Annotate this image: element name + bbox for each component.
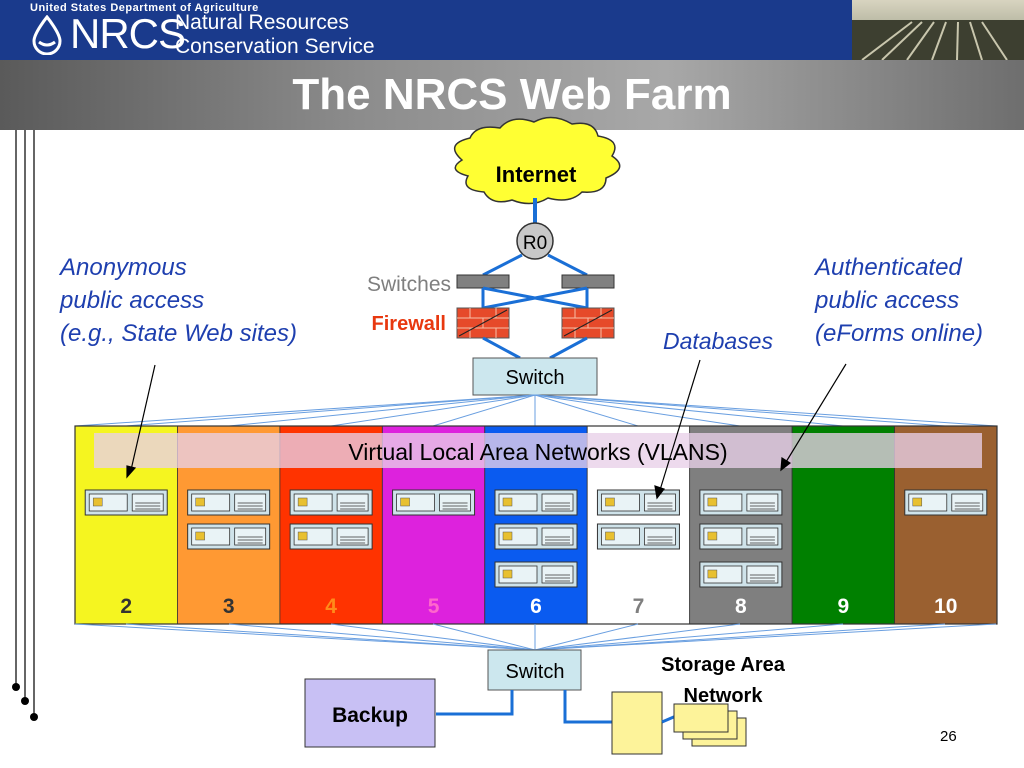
storage-unit-large — [611, 691, 663, 755]
vlan-number-10: 10 — [934, 595, 957, 618]
vlan-number-2: 2 — [120, 595, 132, 618]
vlan-banner-label: Virtual Local Area Networks (VLANS) — [348, 439, 727, 465]
vlan-number-8: 8 — [735, 595, 747, 618]
switch-bar-left — [456, 274, 510, 289]
decorative-left-lines — [12, 130, 38, 721]
firewall-right-icon — [561, 307, 615, 339]
switches-label: Switches — [367, 273, 451, 296]
authenticated-label-line2: public access — [815, 287, 960, 314]
vlan-banner-box — [94, 433, 982, 468]
switch-top-box — [472, 357, 598, 396]
firewall-left-icon — [456, 307, 510, 339]
router-label: R0 — [523, 233, 547, 254]
server-icon — [904, 489, 988, 516]
title-bar — [0, 60, 1024, 130]
slide-title: The NRCS Web Farm — [292, 70, 732, 119]
vlan-downlinks — [74, 623, 997, 651]
backup-box — [304, 678, 436, 748]
server-icon — [494, 489, 578, 516]
vlan-number-3: 3 — [223, 595, 235, 618]
server-icon — [392, 489, 476, 516]
storage-unit-1 — [673, 703, 729, 733]
switch-top-label: Switch — [506, 367, 565, 389]
storage-label-line1: Storage Area — [661, 654, 786, 676]
server-icon — [84, 489, 168, 516]
vlan-number-9: 9 — [837, 595, 849, 618]
authenticated-label-line1: Authenticated — [815, 254, 962, 281]
internet-label: Internet — [496, 162, 577, 187]
page-number: 26 — [940, 728, 957, 745]
firewall-label: Firewall — [372, 313, 446, 335]
vlan-frame — [74, 425, 998, 625]
agency-header: United States Department of Agriculture … — [0, 0, 1024, 60]
vlan-number-6: 6 — [530, 595, 542, 618]
switch-bar-right — [561, 274, 615, 289]
switch-bottom-box — [487, 649, 582, 691]
server-icon — [699, 489, 783, 516]
server-icon — [494, 523, 578, 550]
internet-cloud-icon — [453, 116, 621, 205]
department-name: United States Department of Agriculture — [30, 2, 259, 14]
vlan-number-7: 7 — [633, 595, 645, 618]
server-icon — [699, 523, 783, 550]
router-r0-icon — [516, 222, 554, 260]
authenticated-label-line3: (eForms online) — [815, 320, 984, 347]
vlan-number-4: 4 — [325, 595, 337, 618]
backup-label: Backup — [332, 704, 408, 727]
server-icon — [699, 561, 783, 588]
vlan-uplinks — [74, 394, 997, 427]
anonymous-label-line2: public access — [60, 287, 205, 314]
vlan-number-5: 5 — [428, 595, 440, 618]
storage-label-line2: Network — [684, 685, 764, 707]
server-icon — [187, 489, 271, 516]
databases-label: Databases — [663, 328, 773, 354]
agency-name-line2: Conservation Service — [175, 35, 375, 58]
server-icon — [494, 561, 578, 588]
nrcs-water-drop-logo-icon — [32, 15, 62, 55]
pointer-arrows — [126, 359, 847, 500]
server-icon — [596, 523, 680, 550]
server-icon — [187, 523, 271, 550]
switch-bottom-label: Switch — [506, 661, 565, 683]
agency-name-line1: Natural Resources — [175, 11, 349, 34]
anonymous-label-line1: Anonymous — [60, 254, 187, 281]
field-photo-image — [852, 0, 1024, 60]
server-icon — [596, 489, 680, 516]
anonymous-label-line3: (e.g., State Web sites) — [60, 320, 297, 347]
server-icon — [289, 523, 373, 550]
nrcs-acronym: NRCS — [70, 10, 186, 57]
server-icon — [289, 489, 373, 516]
